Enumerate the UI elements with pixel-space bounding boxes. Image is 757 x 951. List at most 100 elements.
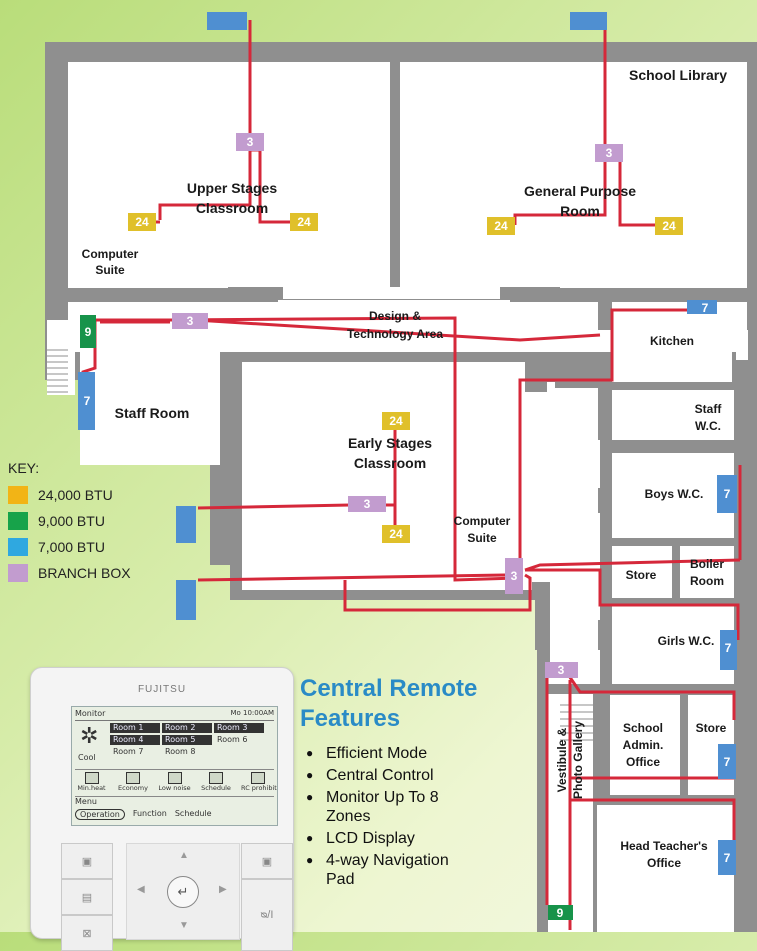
room-label-general-purpose-2: Room: [560, 203, 600, 219]
room-label-vestibule-2: Photo Gallery: [571, 721, 585, 799]
staff-room-floor: [80, 320, 220, 465]
feature-text: 4-way Navigation: [326, 852, 449, 869]
outdoor-units: [176, 12, 607, 620]
nav-right-icon[interactable]: ▶: [219, 884, 227, 895]
features-title: Central Remote Features: [300, 674, 520, 734]
room-label-vestibule: Vestibule &: [555, 727, 569, 792]
lcd-room: Room 6: [217, 735, 248, 744]
lcd-icon-row: Min.heat Economy Low noise Schedule RC p…: [75, 769, 277, 797]
boiler-floor: [680, 546, 734, 598]
legend-swatch: [8, 538, 28, 556]
girls-wc-floor: [612, 606, 734, 684]
outdoor-unit: [176, 580, 196, 620]
btu24-unit-label: 24: [389, 414, 403, 428]
lcd-menu-bar: Operation Function Schedule: [75, 809, 274, 820]
btu24-unit-label: 24: [389, 527, 403, 541]
lcd-display: Monitor Mo 10:00AM ✲ Cool Room 1 Room 2 …: [71, 706, 278, 826]
general-purpose-floor: [400, 62, 747, 287]
branch-box-label: 3: [187, 314, 194, 328]
lcd-icon-label: Low noise: [158, 784, 191, 792]
remote-right-top-button[interactable]: ▣: [241, 843, 293, 879]
legend-item-24000: 24,000 BTU: [8, 482, 131, 508]
room-label-boiler: Boiler: [690, 557, 724, 571]
refrigerant-pipes: [81, 20, 742, 930]
legend-item-branch-box: BRANCH BOX: [8, 560, 131, 586]
btu7-unit-label: 7: [725, 641, 732, 655]
feature-text: Central Control: [326, 767, 434, 784]
btu7-unit-label: 7: [724, 755, 731, 769]
early-stages-floor: [242, 362, 532, 590]
legend-label: 7,000 BTU: [38, 539, 105, 555]
power-button[interactable]: ᴓ/I: [241, 879, 293, 951]
legend-swatch: [8, 564, 28, 582]
feature-text: Efficient Mode: [326, 745, 428, 762]
room-label-upper-stages-2: Classroom: [196, 200, 268, 216]
legend-swatch: [8, 486, 28, 504]
room-label-kitchen: Kitchen: [650, 334, 694, 348]
lcd-menu-schedule[interactable]: Schedule: [174, 809, 212, 818]
room-label-early-stages-2: Classroom: [354, 455, 426, 471]
btu7-unit-label: 7: [724, 487, 731, 501]
lcd-time: Mo 10:00AM: [230, 709, 274, 717]
lcd-icon-economy: Economy: [117, 772, 150, 796]
btu24-unit-label: 24: [494, 219, 508, 233]
boys-wc-floor: [612, 453, 734, 538]
store1-floor: [612, 546, 672, 598]
btu24-unit-label: 24: [662, 219, 676, 233]
remote-left-top-button[interactable]: ▣: [61, 843, 113, 879]
legend: KEY: 24,000 BTU 9,000 BTU 7,000 BTU BRAN…: [8, 460, 131, 586]
remote-left-mid-button[interactable]: ▤: [61, 879, 113, 915]
room-label-school-admin-2: Admin.: [623, 738, 664, 752]
lcd-room: Room 1: [110, 723, 160, 733]
branch-boxes: 3 3 3 3 3 3: [172, 133, 623, 678]
room-label-staff-room: Staff Room: [115, 405, 190, 421]
branch-box-label: 3: [247, 135, 254, 149]
lcd-room: Room 7: [113, 747, 144, 756]
room-label-head-teacher: Head Teacher's: [620, 839, 708, 853]
branch-box-label: 3: [558, 663, 565, 677]
btu24-units: 24 24 24 24 24 24: [128, 213, 683, 543]
brand-logo: FUJITSU: [137, 684, 187, 695]
legend-title: KEY:: [8, 460, 40, 476]
lcd-menu-operation[interactable]: Operation: [75, 809, 125, 820]
room-label-computer-suite-2b: Suite: [467, 531, 497, 545]
remote-left-bottom-button[interactable]: ⊠: [61, 915, 113, 951]
room-label-staff-wc-2: W.C.: [695, 419, 721, 433]
room-label-upper-stages: Upper Stages: [187, 180, 277, 196]
room-label-head-teacher-2: Office: [647, 856, 681, 870]
features-title-line1: Central Remote: [300, 675, 478, 702]
room-label-computer-suite-1: Computer: [82, 247, 139, 261]
lcd-room: Room 3: [214, 723, 264, 733]
feature-text-cont: Pad: [326, 871, 355, 888]
navigation-pad[interactable]: ▲ ◀ ▶ ▼ ↵: [126, 843, 240, 940]
btu7-unit-label: 7: [84, 394, 91, 408]
staff-wc-floor: [612, 390, 734, 445]
nav-left-icon[interactable]: ◀: [137, 884, 145, 895]
power-icon: ᴓ/I: [260, 909, 274, 921]
cool-mode-icon: ✲: [80, 724, 99, 749]
enter-button[interactable]: ↵: [167, 876, 199, 908]
btu7-unit-label: 7: [702, 301, 709, 315]
lcd-icon-label: RC prohibit: [241, 784, 277, 792]
lcd-room: Room 8: [165, 747, 196, 756]
room-label-design-tech-2: Technology Area: [347, 327, 443, 341]
nav-up-icon[interactable]: ▲: [179, 850, 189, 861]
btu9-units: 9 9: [80, 315, 573, 920]
lcd-icon-rc-prohibit: RC prohibit: [241, 772, 277, 796]
btu9-unit-label: 9: [557, 906, 564, 920]
central-remote-controller: FUJITSU Monitor Mo 10:00AM ✲ Cool Room 1…: [30, 667, 294, 951]
button-icon: ▣: [81, 855, 93, 868]
nav-down-icon[interactable]: ▼: [179, 920, 189, 931]
feature-text-cont: Zones: [326, 808, 371, 825]
lcd-room: Room 2: [162, 723, 212, 733]
lcd-menu-function[interactable]: Function: [132, 809, 167, 818]
lcd-icon-low-noise: Low noise: [158, 772, 191, 796]
upper-stages-floor: [68, 62, 390, 287]
room-label-computer-suite-2: Computer: [454, 514, 511, 528]
room-label-general-purpose: General Purpose: [524, 183, 636, 199]
branch-box-label: 3: [511, 569, 518, 583]
corridor-floor: [550, 388, 600, 688]
btu7-units: 7 7 7 7 7 7: [78, 300, 737, 875]
room-label-store-1: Store: [626, 568, 657, 582]
